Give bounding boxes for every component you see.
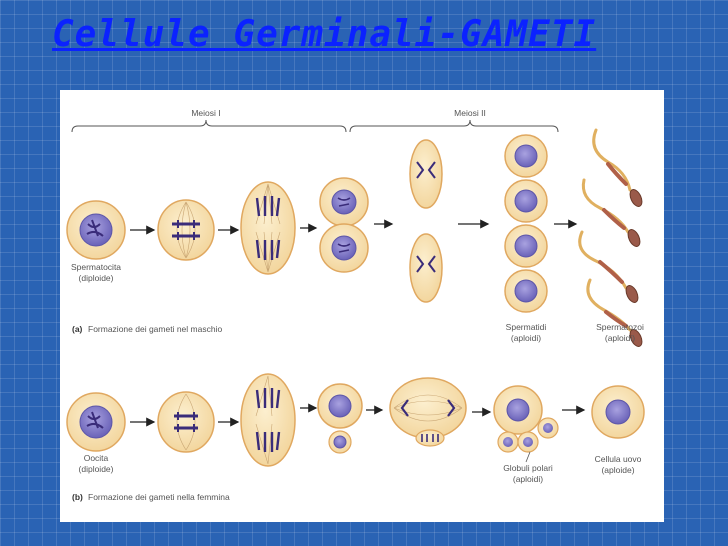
slide-title: Cellule Germinali-GAMETI (52, 14, 597, 55)
sperm-ploidy: (aploidi) (605, 333, 635, 343)
female-secondary-oocyte (317, 383, 363, 454)
polar-bodies-label: Globuli polari (503, 463, 553, 473)
meiosis-figure: Meiosi I Meiosi II (60, 90, 664, 522)
female-anaphase1-cell (240, 373, 296, 467)
egg-ploidy: (aploide) (601, 465, 634, 475)
male-caption: Formazione dei gameti nel maschio (88, 324, 222, 334)
female-oocyte (66, 392, 126, 452)
male-spermatocyte (66, 200, 126, 260)
oocyte-label: Oocita (84, 453, 109, 463)
female-meiosis2-cell (389, 377, 467, 447)
spermatocyte-ploidy: (diploide) (79, 273, 114, 283)
sperm-label: Spermatozoi (596, 322, 644, 332)
male-meiosis2-cells (409, 139, 443, 303)
female-metaphase1-cell (157, 391, 215, 453)
male-metaphase1-cell (157, 199, 215, 261)
spermatids-ploidy: (aploidi) (511, 333, 541, 343)
male-anaphase1-cell (240, 181, 296, 275)
oocyte-ploidy: (diploide) (79, 464, 114, 474)
male-telophase1-cells (319, 177, 369, 273)
female-caption: Formazione dei gameti nella femmina (88, 492, 230, 502)
spermatids-label: Spermatidi (506, 322, 547, 332)
egg-label: Cellula uovo (595, 454, 642, 464)
female-ootid-polar-bodies (493, 385, 559, 453)
sperm-cells (578, 128, 643, 347)
meiosis2-bracket (349, 119, 559, 133)
meiosis1-label: Meiosi I (191, 108, 220, 118)
egg-cell (591, 385, 645, 439)
polar-pointer (525, 451, 531, 463)
meiosis1-bracket (71, 119, 347, 133)
male-caption-letter: (a) (72, 324, 83, 334)
meiosis2-label: Meiosi II (454, 108, 486, 118)
spermatid-cells (504, 134, 548, 313)
female-caption-letter: (b) (72, 492, 83, 502)
spermatocyte-label: Spermatocita (71, 262, 121, 272)
polar-bodies-ploidy: (aploidi) (513, 474, 543, 484)
